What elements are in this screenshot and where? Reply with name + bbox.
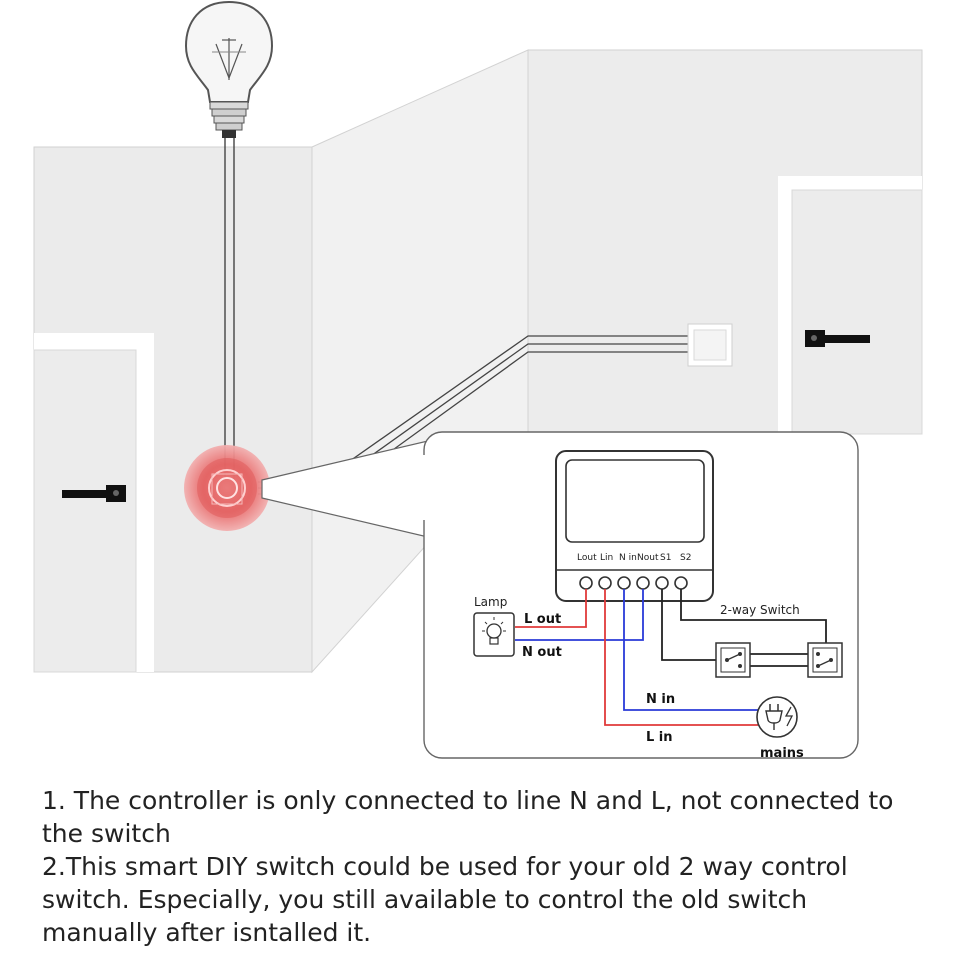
l-in-label: L in	[646, 730, 673, 745]
terminal-label-s2: S2	[680, 553, 691, 563]
wire-s2	[680, 589, 827, 645]
door-handle-icon	[62, 485, 126, 502]
right-door	[778, 176, 923, 435]
wire-n-in	[623, 589, 758, 711]
wire-l-in	[604, 589, 758, 726]
two-way-switch-icon	[807, 642, 843, 678]
two-way-switch-icon	[715, 642, 751, 678]
terminal-label-nin: N in	[619, 553, 637, 563]
note-2: 2.This smart DIY switch could be used fo…	[42, 852, 848, 947]
terminal-label-lout: Lout	[577, 553, 597, 563]
wire-l-out	[515, 589, 587, 628]
terminal-screws	[579, 576, 688, 590]
wall-switch-icon	[687, 323, 733, 367]
mains-label: mains	[760, 746, 804, 761]
circuit-wires	[515, 589, 827, 726]
left-door	[33, 333, 154, 673]
mains-plug-icon	[756, 696, 798, 738]
ceiling-wire	[224, 138, 235, 480]
instruction-notes: 1. The controller is only connected to l…	[42, 784, 922, 949]
note-1: 1. The controller is only connected to l…	[42, 786, 894, 848]
n-in-label: N in	[646, 692, 675, 707]
terminal-label-lin: Lin	[600, 553, 613, 563]
controller-location-highlight	[184, 445, 270, 531]
wire-n-out	[515, 589, 644, 641]
terminal-label-s1: S1	[660, 553, 671, 563]
lamp-label: Lamp	[474, 595, 507, 609]
light-bulb-icon	[184, 0, 274, 138]
wire-s1	[661, 589, 718, 661]
lamp-icon	[473, 612, 515, 657]
door-handle-icon	[805, 330, 870, 347]
terminal-label-nout: Nout	[637, 553, 659, 563]
n-out-label: N out	[522, 645, 562, 660]
two-way-switch-label: 2-way Switch	[720, 603, 800, 617]
smart-switch-module: Lout Lin N in Nout S1 S2	[555, 450, 714, 602]
l-out-label: L out	[524, 612, 561, 627]
